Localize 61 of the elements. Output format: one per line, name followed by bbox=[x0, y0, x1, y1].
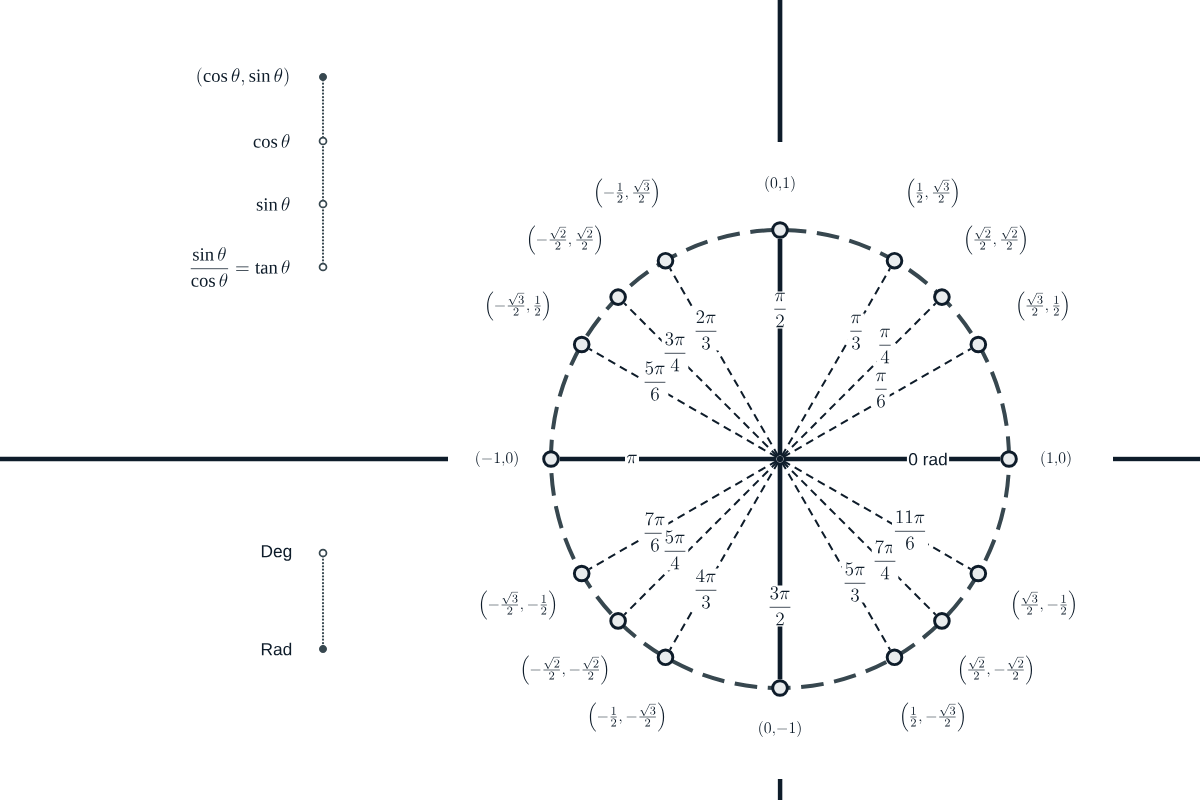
point-marker bbox=[572, 564, 591, 583]
coordinate-label: $\left(\frac{\sqrt{3}}{2},-\frac{1}{2}\right)$ bbox=[1013, 590, 1075, 620]
angle-label: 0 rad bbox=[906, 451, 950, 467]
point-marker bbox=[572, 335, 591, 354]
point-marker bbox=[969, 564, 988, 583]
coordinate-label: $\left(-\frac{1}{2},-\frac{\sqrt{3}}{2}\right)$ bbox=[589, 702, 665, 732]
coordinate-label: $\left(\frac{\sqrt{3}}{2},\frac{1}{2}\right)$ bbox=[1018, 291, 1068, 321]
coordinate-label: $\left(\frac{\sqrt{2}}{2},-\frac{\sqrt{2}}{2}\right)$ bbox=[959, 655, 1033, 685]
option-label: $(\cos\theta,\sin\theta)$ bbox=[197, 67, 289, 87]
coordinate-label: $\left(\frac{1}{2},-\frac{\sqrt{3}}{2}\right)$ bbox=[902, 702, 964, 732]
option-label: Rad bbox=[261, 642, 292, 656]
coordinate-label: $\left(-\frac{\sqrt{2}}{2},-\frac{\sqrt{2}}{2}\right)$ bbox=[522, 655, 608, 685]
point-marker bbox=[933, 612, 951, 630]
angle-label: $\frac{\pi}{6}$ bbox=[872, 371, 890, 409]
option-label: Deg bbox=[261, 545, 292, 561]
angle-label: $\frac{2\pi}{3}$ bbox=[692, 309, 720, 351]
coordinate-label: $(1{,}0)$ bbox=[1041, 451, 1071, 467]
dashed-ray bbox=[781, 460, 937, 616]
coordinate-label: $(0{,}1)$ bbox=[765, 176, 795, 192]
angle-label: $\frac{3\pi}{2}$ bbox=[766, 585, 794, 627]
coordinate-label: $\left(\frac{1}{2},\frac{\sqrt{3}}{2}\right)$ bbox=[908, 178, 958, 208]
point-marker bbox=[771, 221, 789, 239]
coordinate-label: $(0{,}{-1})$ bbox=[759, 721, 801, 737]
angle-label: $\frac{4\pi}{3}$ bbox=[692, 568, 720, 610]
angle-label: $\frac{5\pi}{3}$ bbox=[841, 561, 869, 603]
point-marker bbox=[771, 679, 789, 697]
coordinate-label: $\left(-\frac{\sqrt{3}}{2},\frac{1}{2}\right)$ bbox=[487, 291, 549, 321]
point-marker bbox=[969, 335, 988, 354]
dashed-ray bbox=[782, 459, 972, 571]
option-label: $\cos\theta$ bbox=[253, 134, 290, 148]
angle-label: $\frac{11\pi}{6}$ bbox=[892, 509, 928, 551]
angle-label: $\frac{\pi}{2}$ bbox=[771, 291, 789, 329]
dashed-ray bbox=[588, 347, 778, 459]
point-marker bbox=[933, 288, 951, 306]
dashed-ray bbox=[623, 460, 779, 616]
point-marker bbox=[656, 251, 675, 270]
option-label: $\sin\theta$ bbox=[256, 197, 290, 211]
point-marker bbox=[656, 648, 675, 667]
point-marker bbox=[1000, 450, 1018, 468]
point-marker bbox=[542, 450, 560, 468]
point-marker bbox=[885, 251, 904, 270]
coordinate-label: $\left(\frac{\sqrt{2}}{2},\frac{\sqrt{2}}{2}\right)$ bbox=[966, 225, 1026, 255]
axis-segment bbox=[559, 456, 777, 462]
point-marker bbox=[609, 288, 627, 306]
dashed-ray bbox=[588, 459, 778, 571]
coordinate-label: $(-1{,}0)$ bbox=[476, 451, 518, 467]
point-marker bbox=[885, 648, 904, 667]
dashed-ray bbox=[780, 461, 892, 651]
coordinate-label: $\left(-\frac{1}{2},\frac{\sqrt{3}}{2}\right)$ bbox=[596, 178, 658, 208]
angle-label: $\frac{\pi}{4}$ bbox=[876, 327, 894, 365]
angle-label: $\frac{7\pi}{4}$ bbox=[871, 539, 899, 581]
dashed-ray bbox=[780, 267, 892, 457]
coordinate-label: $\left(-\frac{\sqrt{3}}{2},-\frac{1}{2}\right)$ bbox=[480, 590, 556, 620]
dashed-ray bbox=[781, 302, 937, 458]
angle-label: $\pi$ bbox=[625, 453, 639, 465]
point-marker bbox=[609, 612, 627, 630]
dashed-ray bbox=[782, 347, 972, 459]
coordinate-label: $\left(-\frac{\sqrt{2}}{2},\frac{\sqrt{2}}{2}\right)$ bbox=[528, 225, 602, 255]
dashed-ray bbox=[623, 302, 779, 458]
angle-label: $\frac{\pi}{3}$ bbox=[847, 313, 865, 351]
option-label: $\frac{\sin\theta}{\cos\theta}=\tan\theta$ bbox=[190, 247, 290, 287]
